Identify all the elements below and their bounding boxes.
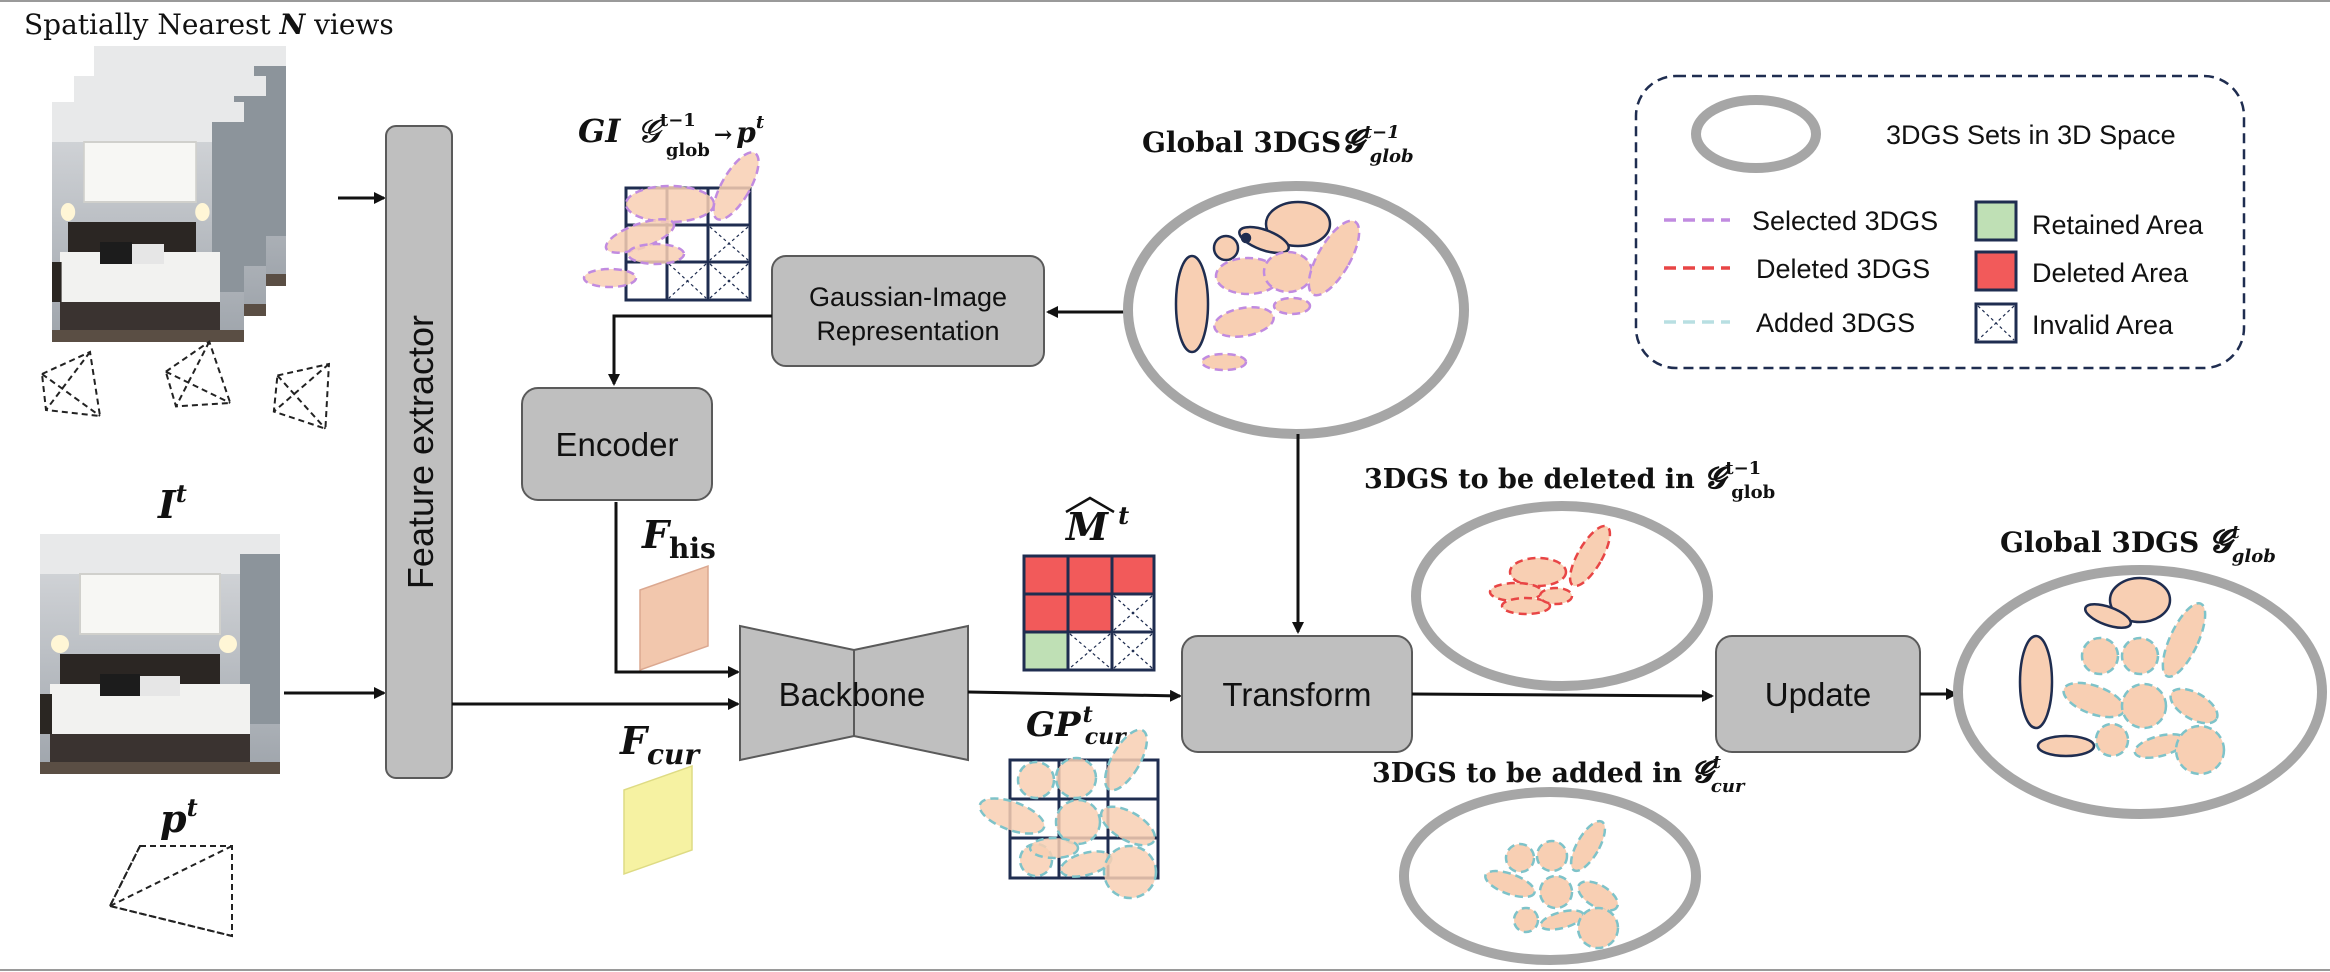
nearest-views-title: Spatially Nearest N views bbox=[24, 8, 394, 41]
arrow-backbone-to-transform bbox=[967, 689, 1182, 702]
nearest-view-cameras bbox=[41, 338, 340, 430]
camera-pose-1 bbox=[41, 351, 101, 417]
gi-grid bbox=[582, 151, 760, 302]
to-delete-3dgs-set bbox=[1411, 501, 1713, 691]
m-hat-grid bbox=[1022, 554, 1156, 672]
nearest-view-image-1 bbox=[51, 101, 245, 343]
legend-invalid-area: Invalid Area bbox=[2032, 310, 2174, 340]
legend-deleted-area-swatch bbox=[1974, 250, 2018, 292]
f-cur-feature-map bbox=[623, 764, 693, 876]
feature-extractor-block: Feature extractor bbox=[385, 125, 453, 779]
legend-retained-swatch bbox=[1974, 200, 2018, 242]
legend-added: Added 3DGS bbox=[1756, 308, 1915, 338]
current-pose-label: pt bbox=[160, 793, 198, 841]
arrow-encoder-to-backbone bbox=[614, 502, 740, 678]
encoder-block: Encoder bbox=[521, 387, 713, 501]
gaussian-image-representation-block: Gaussian-Image Representation bbox=[771, 255, 1045, 367]
update-block: Update bbox=[1715, 635, 1921, 753]
f-cur-label: Fcur bbox=[619, 718, 701, 771]
nearest-view-images bbox=[51, 45, 287, 343]
backbone-label: Backbone bbox=[779, 676, 926, 713]
global-prev-3dgs-set bbox=[1123, 181, 1469, 439]
legend: 3DGS Sets in 3D Space Selected 3DGS Dele… bbox=[1634, 74, 2246, 370]
f-his-feature-map bbox=[639, 564, 709, 672]
transform-block: Transform bbox=[1181, 635, 1413, 753]
current-image bbox=[39, 533, 281, 775]
legend-selected: Selected 3DGS bbox=[1752, 206, 1938, 236]
transform-label: Transform bbox=[1222, 676, 1371, 713]
feature-extractor-label: Feature extractor bbox=[400, 315, 441, 589]
global-new-3dgs-set bbox=[1953, 565, 2327, 819]
camera-pose-3 bbox=[267, 353, 340, 430]
camera-pose-2 bbox=[161, 338, 232, 415]
gaussian-image-label-line2: Representation bbox=[816, 316, 999, 346]
legend-3dgs-set-swatch bbox=[1691, 95, 1821, 173]
arrow-transform-to-update bbox=[1411, 689, 1714, 702]
m-hat-accent bbox=[1065, 496, 1115, 514]
current-camera-pose bbox=[108, 845, 233, 938]
backbone-block: Backbone bbox=[739, 624, 969, 762]
update-label: Update bbox=[1765, 676, 1871, 713]
legend-deleted: Deleted 3DGS bbox=[1756, 254, 1930, 284]
gp-grid bbox=[978, 728, 1160, 900]
gaussian-image-label-line1: Gaussian-Image bbox=[809, 282, 1007, 312]
f-his-label: Fhis bbox=[641, 512, 716, 565]
to-add-3dgs-set bbox=[1399, 787, 1701, 965]
legend-sets-3d: 3DGS Sets in 3D Space bbox=[1886, 120, 2176, 150]
legend-deleted-area: Deleted Area bbox=[2032, 258, 2189, 288]
arrow-gir-to-encoder bbox=[608, 314, 772, 386]
encoder-label: Encoder bbox=[556, 426, 679, 463]
current-image-label: It bbox=[157, 479, 187, 527]
legend-retained-area: Retained Area bbox=[2032, 210, 2204, 240]
